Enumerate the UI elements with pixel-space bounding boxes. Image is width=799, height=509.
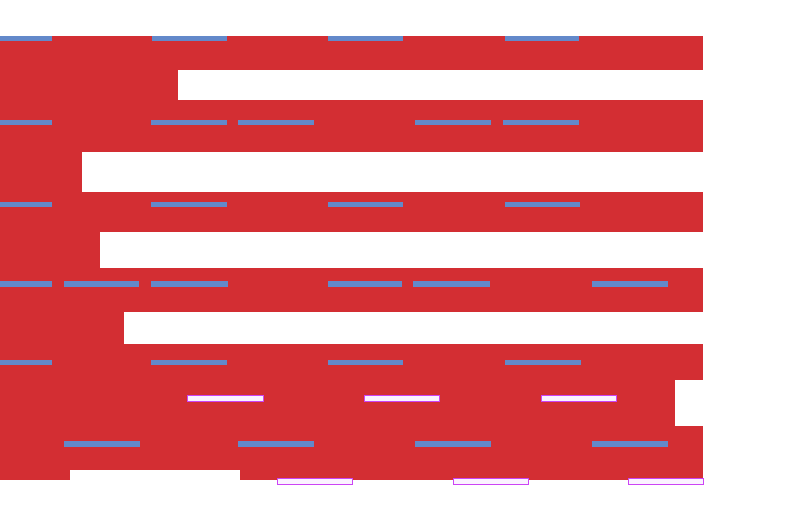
redaction-band-1 (0, 36, 703, 70)
outline-box-r7-c2 (453, 478, 529, 485)
redaction-band-2 (0, 100, 703, 152)
outline-box-r6-c2 (364, 395, 440, 402)
highlight-r4-c4 (328, 281, 402, 287)
highlight-r4-c2 (64, 281, 139, 287)
redaction-band-3-indent (0, 232, 100, 268)
outline-box-r7-c1 (277, 478, 353, 485)
highlight-r5-c1 (0, 360, 52, 365)
highlight-r3-c1 (0, 202, 52, 207)
highlight-r3-c4 (505, 202, 580, 207)
highlight-r6-c4 (592, 441, 668, 447)
highlight-r2-c2 (151, 120, 227, 125)
highlight-r4-c5 (413, 281, 490, 287)
highlight-r6-c3 (415, 441, 491, 447)
highlight-r2-c4 (415, 120, 491, 125)
highlight-r5-c2 (151, 360, 227, 365)
outline-box-r6-c3 (541, 395, 617, 402)
highlight-r4-c1 (0, 281, 52, 287)
redaction-band-4 (0, 268, 703, 312)
highlight-r3-c2 (151, 202, 227, 207)
highlight-r4-c3 (151, 281, 228, 287)
highlight-r2-c3 (238, 120, 314, 125)
redaction-band-7-indent-mid (240, 470, 703, 480)
highlight-r1-c4 (505, 36, 579, 41)
highlight-r5-c4 (505, 360, 581, 365)
highlight-r1-c2 (152, 36, 227, 41)
outline-box-r7-c3 (628, 478, 704, 485)
highlight-r2-c5 (503, 120, 579, 125)
highlight-r5-c3 (328, 360, 403, 365)
redaction-band-6 (0, 380, 675, 426)
redaction-band-4-indent (0, 312, 124, 344)
highlight-r6-c1 (64, 441, 140, 447)
highlight-r1-c3 (328, 36, 403, 41)
highlight-r1-c1 (0, 36, 52, 41)
redaction-band-2-indent (0, 152, 82, 192)
highlight-r2-c1 (0, 120, 52, 125)
outline-box-r6-c1 (187, 395, 264, 402)
redaction-band-1-indent (0, 70, 178, 100)
redaction-band-7-indent-left (0, 470, 70, 480)
highlight-r4-c6 (592, 281, 668, 287)
redaction-band-3 (0, 192, 703, 232)
highlight-r3-c3 (328, 202, 403, 207)
redaction-band-7 (0, 426, 703, 470)
highlight-r6-c2 (238, 441, 314, 447)
